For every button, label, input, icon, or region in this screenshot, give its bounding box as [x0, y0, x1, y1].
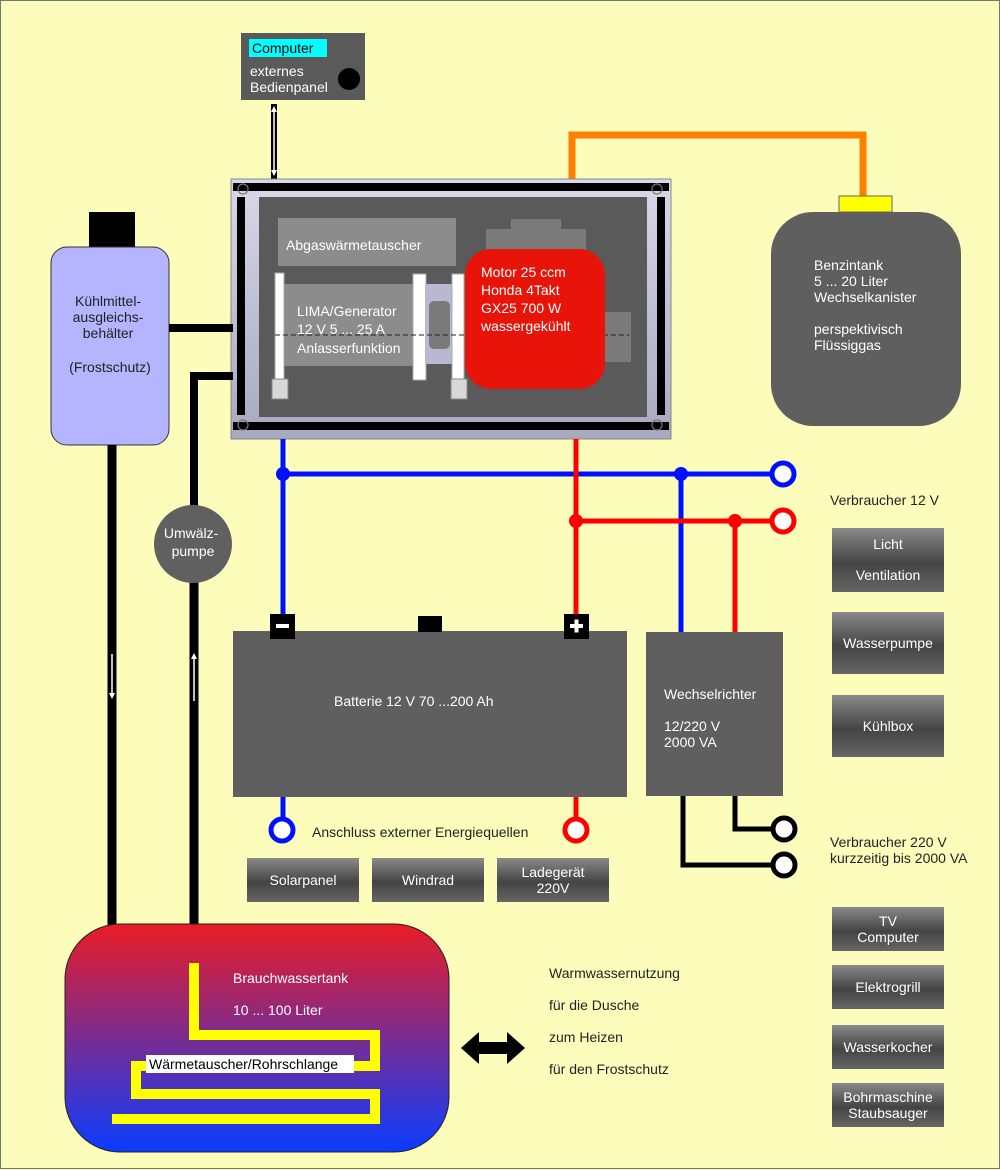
engine-head: [486, 219, 586, 251]
consumer-water-pump: Wasserpumpe: [832, 612, 944, 674]
coupling-right: [451, 273, 465, 381]
terminal-220v-b: [770, 851, 798, 879]
fuel-tank-text: Benzintank 5 ... 20 Liter Wechselkaniste…: [814, 257, 920, 353]
terminal-12v-minus: [769, 460, 797, 488]
minus-icon: [276, 624, 289, 628]
consumer-tv-label: TV: [879, 913, 897, 929]
exhaust-heat-exchanger: [278, 218, 456, 266]
coupling-hub: [429, 301, 450, 349]
battery: [233, 631, 627, 797]
circulation-pump: [154, 505, 232, 583]
consumer-computer-label: Computer: [857, 929, 919, 945]
inverter: [646, 632, 783, 796]
usage-heating: zum Heizen: [549, 1029, 623, 1045]
terminal-12v-plus: [769, 507, 797, 535]
battery-label: Batterie 12 V 70 ...200 Ah: [334, 693, 494, 709]
generator-mount-left: [274, 272, 285, 384]
fuel-cap: [838, 195, 893, 213]
consumers-12v-title: Verbraucher 12 V: [830, 492, 939, 508]
generator-block: [279, 284, 416, 366]
motor-label: Motor 25 ccm Honda 4Takt GX25 700 W wass…: [480, 264, 571, 334]
heat-exchanger-coil: [112, 963, 380, 1124]
frame-rail-left: [237, 197, 245, 415]
mount-foot-left: [271, 378, 289, 400]
ac-wiring: [680, 796, 773, 868]
frame-rail-bottom: [233, 422, 669, 430]
external-sources-title: Anschluss externer Energiequellen: [312, 824, 529, 840]
inverter-label: Wechselrichter 12/220 V 2000 VA: [664, 686, 760, 750]
consumer-light-ventilation: Licht Ventilation: [832, 528, 944, 592]
fuel-tank: [771, 212, 961, 426]
generator-label: LIMA/Generator 12 V 5 ... 25 A Anlasserf…: [297, 303, 401, 356]
fuel-line: [568, 131, 867, 197]
consumer-kettle: Wasserkocher: [832, 1025, 944, 1069]
source-charger-voltage: 220V: [536, 880, 570, 896]
panel-knob-icon: [338, 68, 360, 90]
coolant-cap: [89, 212, 135, 250]
source-wind-turbine: Windrad: [372, 858, 484, 902]
pump-label: Umwälz- pumpe: [164, 525, 222, 559]
source-charger-label: Ladegerät: [521, 864, 585, 880]
battery-vent: [418, 616, 442, 632]
coupling-left: [412, 273, 427, 381]
heat-exchanger-label: Abgaswärmetauscher: [286, 237, 422, 253]
mount-foot-right: [450, 378, 468, 400]
consumer-drill-label: Bohrmaschine: [843, 1089, 933, 1105]
consumer-kettle-label: Wasserkocher: [843, 1039, 933, 1055]
source-solar-panel: Solarpanel: [247, 858, 359, 902]
frame-bolts: [237, 183, 663, 431]
consumers-220v-subtitle: kurzzeitig bis 2000 VA: [830, 850, 968, 866]
consumer-drill-vacuum: Bohrmaschine Staubsauger: [832, 1083, 944, 1127]
panel-line1: externes: [250, 63, 304, 79]
source-wind-label: Windrad: [401, 872, 455, 888]
tank-title: Brauchwassertank: [233, 970, 349, 986]
consumers-220v-title: Verbraucher 220 V: [830, 834, 947, 850]
motor: [465, 249, 605, 389]
source-charger: Ladegerät 220V: [497, 858, 609, 902]
terminal-ext-minus: [268, 816, 296, 844]
consumer-ventilation-label: Ventilation: [855, 567, 921, 583]
consumer-cooler: Kühlbox: [832, 695, 944, 757]
frame-rail-top: [233, 183, 669, 191]
coolant-pipe-out: [190, 372, 233, 508]
consumer-water-pump-label: Wasserpumpe: [843, 635, 933, 651]
blue-node: [674, 467, 688, 481]
computer-tag-bg: [249, 39, 327, 57]
source-solar-label: Solarpanel: [269, 872, 337, 888]
frame-rail-right: [657, 197, 665, 415]
consumer-light-label: Licht: [873, 536, 903, 552]
coolant-tank-text: Kühlmittel- ausgleichs- behälter (Frosts…: [69, 293, 151, 375]
consumer-grill: Elektrogrill: [832, 965, 944, 1009]
usage-title: Warmwassernutzung: [549, 965, 680, 981]
usage-frost: für den Frostschutz: [549, 1061, 669, 1077]
consumer-cooler-label: Kühlbox: [862, 718, 914, 734]
terminal-220v-a: [770, 815, 798, 843]
panel-line2: Bedienpanel: [250, 79, 328, 95]
coil-label: Wärmetauscher/Rohrschlange: [149, 1056, 338, 1072]
usage-shower: für die Dusche: [549, 997, 640, 1013]
coolant-tank: [50, 246, 170, 446]
red-node: [728, 514, 742, 528]
consumer-tv-computer: TV Computer: [832, 907, 944, 951]
coil-label-bg: [146, 1055, 354, 1073]
double-arrow-icon: [461, 1032, 525, 1064]
blue-node: [276, 467, 290, 481]
red-node: [569, 514, 583, 528]
terminal-ext-plus: [562, 816, 590, 844]
plus-icon: [570, 619, 583, 633]
consumer-vacuum-label: Staubsauger: [848, 1105, 928, 1121]
computer-tag: Computer: [252, 40, 314, 56]
tank-volume: 10 ... 100 Liter: [233, 1002, 323, 1018]
consumer-grill-label: Elektrogrill: [855, 979, 921, 995]
